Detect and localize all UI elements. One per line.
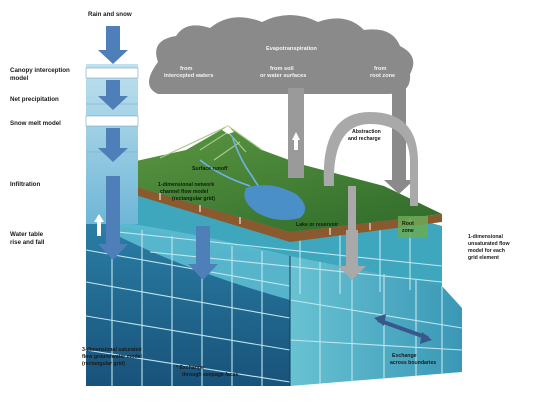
unsat-label-line1: 1-dimensional (468, 234, 503, 240)
rain-arrow (98, 26, 128, 64)
unsat-label-line3: model for each (468, 248, 505, 254)
water-table-label-line2: rise and fall (10, 239, 45, 246)
abstraction-label-line2: and recharge (348, 136, 381, 142)
channel-label-line3: (rectangular grid) (172, 196, 215, 202)
unsat-label-line2: unsaturated flow (468, 241, 510, 247)
snow-layer-band (86, 116, 138, 126)
infiltration-label: Infiltration (10, 181, 40, 188)
surface-runoff-label: Surface runoff (192, 166, 228, 172)
cloud-left-line2: intercepted waters (164, 73, 213, 79)
boundary-label-line2: across boundaries (390, 360, 436, 366)
boundary-label-line1: Exchange (392, 353, 417, 359)
gw-label-line3: (rectangular grid) (82, 361, 125, 367)
abstraction-stem (348, 186, 356, 230)
canopy-layer-band (86, 68, 138, 78)
cloud-right-line1: from (374, 66, 386, 72)
root-zone-label-line1: Root (402, 221, 414, 227)
canopy-label-line2: model (10, 75, 29, 82)
root-zone-label-line2: zone (402, 228, 414, 234)
gw-label-line2: flow groundwater model (82, 354, 143, 360)
unsat-label-line4: grid element (468, 255, 499, 261)
root-zone-box (398, 216, 428, 238)
canopy-label-line1: Canopy interception (10, 67, 70, 74)
rain-snow-label: Rain and snow (88, 11, 132, 18)
gw-label-line1: 3-dimensional saturated (82, 347, 142, 353)
seepage-label-line1: * Exchange (176, 365, 204, 371)
net-precip-label: Net precipitation (10, 96, 59, 103)
snow-melt-label: Snow melt model (10, 120, 61, 127)
cloud-mid-line2: or water surfaces (260, 73, 306, 79)
cloud-right-line2: root zone (370, 73, 395, 79)
seepage-label-line2: through seepage faces (182, 372, 239, 378)
water-table-label-line1: Water table (10, 231, 44, 238)
lake-label: Lake or reservoir (296, 222, 338, 228)
cloud-shape (149, 15, 413, 94)
cloud-title: Evapotranspiration (266, 46, 318, 52)
cloud-mid-line1: from soil (270, 66, 294, 72)
channel-label-line1: 1-dimensional network (158, 182, 214, 188)
cloud-left-line1: from (180, 66, 192, 72)
abstraction-label-line1: Abstraction (352, 129, 381, 135)
channel-label-line2: channel flow model (160, 189, 209, 195)
